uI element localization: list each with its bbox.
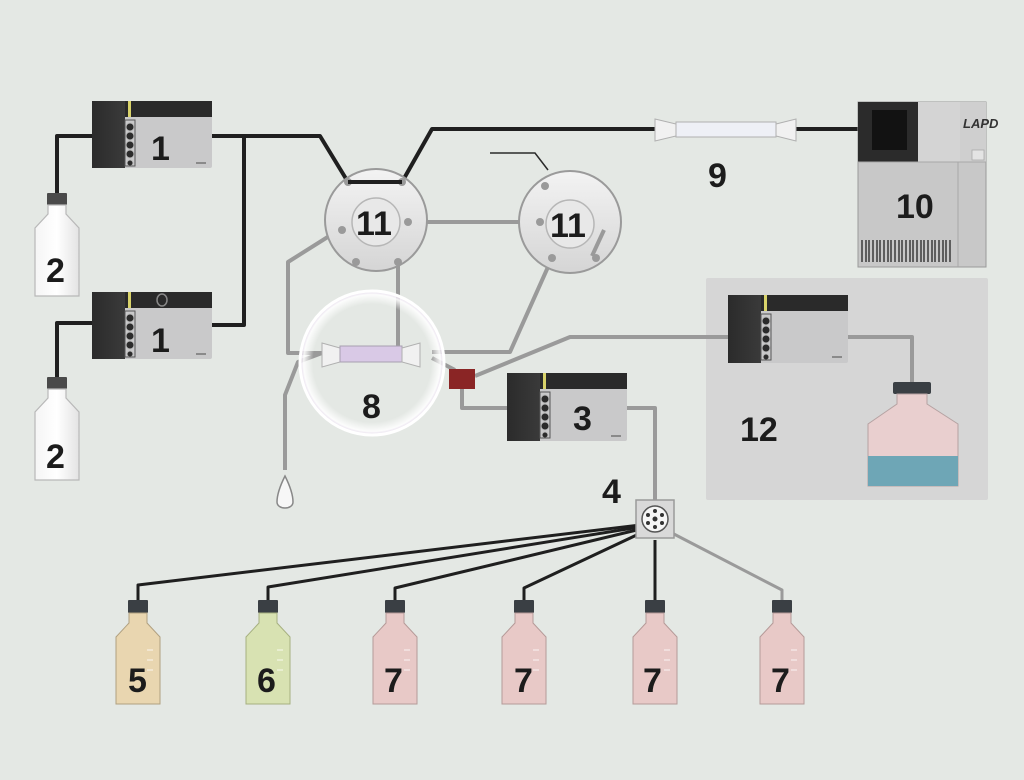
selection-valve-icon <box>635 499 675 539</box>
pump-top-label: 1 <box>151 130 170 168</box>
reagent-bottle-a-label: 5 <box>128 662 147 700</box>
tee-connector <box>449 369 475 389</box>
switching-valve-left-label: 11 <box>356 205 392 243</box>
reagent-bottle-d <box>501 600 547 705</box>
solvent-bottle-top <box>34 193 80 297</box>
solvent-bottle-bottom <box>34 377 80 481</box>
reservoir-bottle <box>867 382 959 487</box>
pump-bottom <box>92 292 212 359</box>
reagent-bottle-c-label: 7 <box>384 662 403 700</box>
pump-middle-label: 3 <box>573 400 592 438</box>
detector-label: 10 <box>896 188 934 226</box>
analytical-column-label: 9 <box>708 157 727 195</box>
pump-middle <box>507 373 627 441</box>
solvent-bottle-bottom-label: 2 <box>46 438 65 476</box>
reagent-bottle-d-label: 7 <box>514 662 533 700</box>
reagent-bottle-b <box>245 600 291 705</box>
detector-logo: LAPD <box>963 116 999 131</box>
reagent-bottle-c <box>372 600 418 705</box>
trap-column-label: 8 <box>362 388 381 426</box>
drop-icon <box>276 474 294 509</box>
switching-valve-left <box>324 168 428 272</box>
detector-instrument <box>857 101 987 268</box>
reagent-bottle-b-label: 6 <box>257 662 276 700</box>
reagent-bottle-f-label: 7 <box>771 662 790 700</box>
reagent-bottle-e-label: 7 <box>643 662 662 700</box>
reagent-bottle-f <box>759 600 805 705</box>
module-pump <box>728 295 848 363</box>
sample-module-label: 12 <box>740 411 778 449</box>
pump-bottom-label: 1 <box>151 322 170 360</box>
reagent-bottle-e <box>632 600 678 705</box>
trap-column <box>321 342 421 368</box>
solvent-bottle-top-label: 2 <box>46 252 65 290</box>
pump-top <box>92 101 212 168</box>
reagent-bottle-a <box>115 600 161 705</box>
analytical-column <box>654 118 797 142</box>
selection-valve-label: 4 <box>602 473 621 511</box>
trap-column-highlight <box>298 289 446 437</box>
switching-valve-right <box>490 152 622 274</box>
switching-valve-right-label: 11 <box>550 207 586 245</box>
